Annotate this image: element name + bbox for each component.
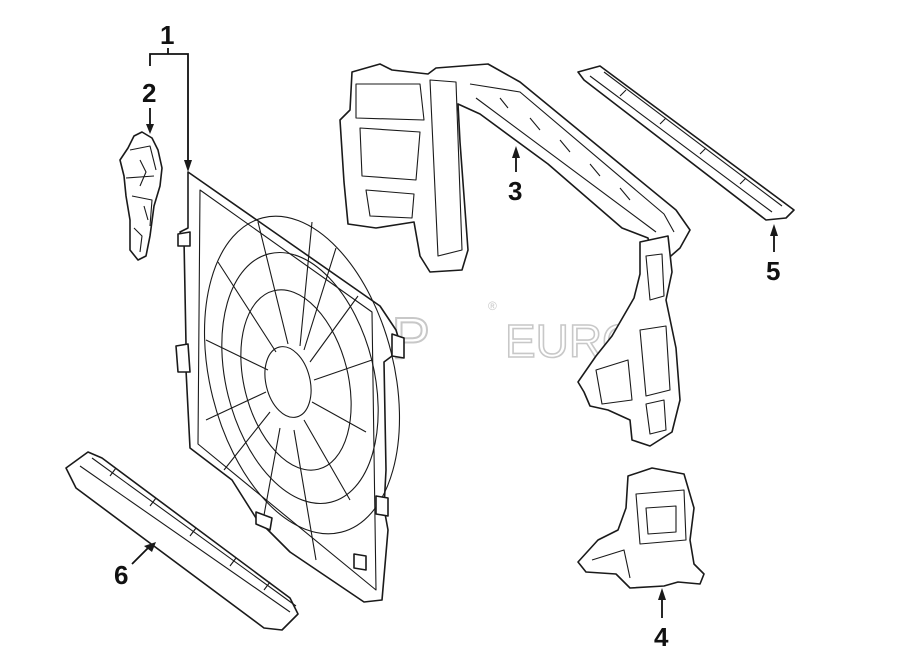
part-6-bottom-rail: [65, 451, 299, 631]
callout-2-label: 2: [142, 78, 156, 108]
watermark-registered: ®: [488, 299, 497, 313]
part-1-fan-shroud: [175, 171, 405, 603]
callout-1-label: 1: [160, 20, 174, 50]
callout-1: 1: [149, 20, 192, 172]
callout-3-label: 3: [508, 176, 522, 206]
callout-4-label: 4: [654, 622, 669, 652]
part-2-bracket: [119, 131, 163, 261]
part-5-top-rail: [577, 65, 795, 221]
callout-3: 3: [508, 146, 522, 206]
part-3-upper-frame: [339, 63, 691, 447]
callout-5-label: 5: [766, 256, 780, 286]
callout-4: 4: [654, 588, 669, 652]
callout-6: 6: [114, 542, 156, 590]
callout-5: 5: [766, 224, 780, 286]
callout-6-label: 6: [114, 560, 128, 590]
part-4-side-deflector: [577, 467, 705, 589]
callout-2: 2: [142, 78, 156, 134]
